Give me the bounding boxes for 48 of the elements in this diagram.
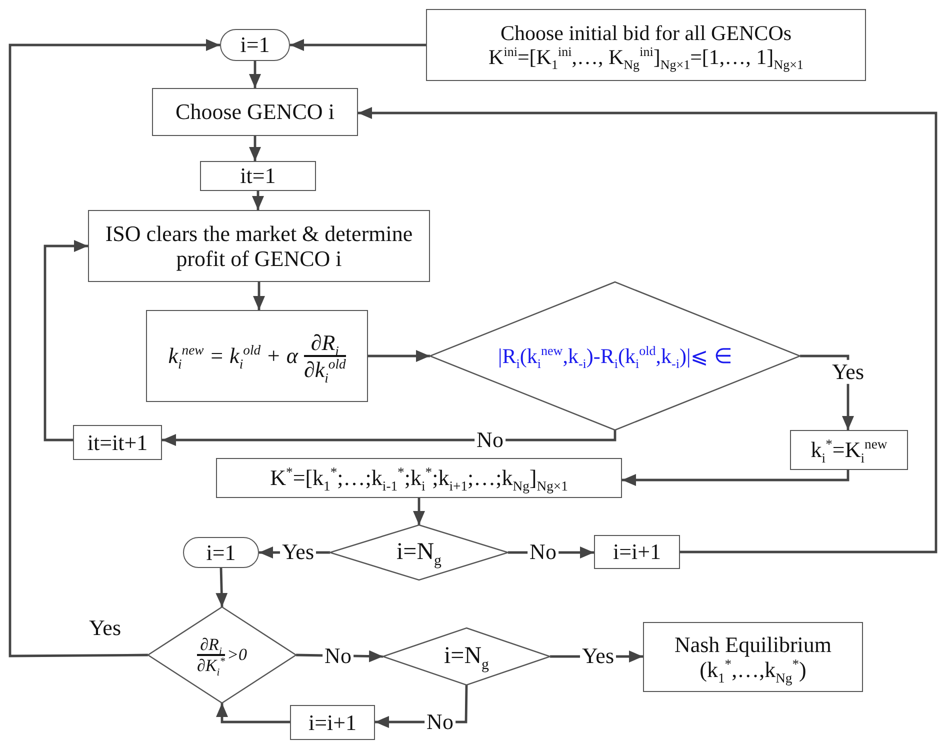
arrow — [358, 107, 938, 554]
arrow — [290, 39, 426, 51]
arrow — [44, 240, 88, 442]
arrow — [622, 470, 850, 486]
arrow — [249, 61, 261, 88]
terminal-box — [183, 537, 259, 568]
decision-diamond — [330, 525, 508, 580]
process-box — [200, 161, 316, 191]
process-box — [146, 310, 368, 402]
formula-text: >0 — [226, 645, 247, 665]
step-text: i=1 — [240, 32, 270, 58]
process-box — [290, 705, 375, 740]
step-text: it=it+1 — [87, 430, 148, 456]
step-text: i=N$_{g}$ — [396, 538, 442, 566]
decision-diamond — [148, 607, 296, 703]
step-text: it=1 — [240, 163, 276, 189]
process-box — [643, 622, 863, 692]
arrow — [252, 191, 264, 210]
arrow — [216, 703, 290, 724]
process-box — [216, 458, 622, 498]
process-box — [88, 210, 430, 282]
step-text: K$^{ini}$=[K$_{1}$$^{ini}$,…, K$_{Ng}$$^{ini}$]$_{Ng×1}$=[1,…, 1]$_{Ng×1}$ — [488, 45, 804, 70]
process-box — [152, 88, 358, 136]
arrow — [216, 568, 228, 608]
arrow — [413, 498, 425, 525]
step-text: |R$_{i}$(k$_{i}$$^{new}$,k$_{-i}$)-R$_{i}$(k$_{i}$$^{old}$,k$_{-i}$)|⩽ ∈ — [498, 344, 732, 368]
step-text: Choose GENCO i — [176, 99, 334, 125]
step-text: i=i+1 — [612, 539, 662, 565]
step-text: K$^{*}$=[k$_{1}$$^{*}$;…;k$_{i-1}$$^{*}$;k$_{i}$$^{*}$;k$_{i+1}$;…;k$_{Ng}$]$_{Ng×1}$ — [270, 465, 568, 491]
step-text: ISO clears the market & determine profit of GENCO i — [104, 220, 414, 272]
step-text: i=N$_{g}$ — [444, 642, 489, 670]
step-text: Choose initial bid for all GENCOs — [500, 20, 792, 45]
decision-diamond — [430, 282, 800, 430]
process-box — [73, 425, 162, 460]
arrow — [253, 282, 265, 310]
step-text: i=1 — [206, 540, 236, 566]
step-text: i=i+1 — [308, 710, 357, 736]
process-box — [426, 9, 866, 81]
formula-text: k$_{i}$$^{new}$ = k$_{i}$$^{old}$ + α — [168, 343, 298, 369]
arrow — [162, 430, 616, 446]
process-box — [790, 430, 908, 470]
arrow — [249, 136, 261, 161]
decision-diamond — [383, 628, 550, 685]
process-box — [594, 535, 680, 569]
terminal-box — [220, 29, 290, 61]
arrow — [8, 39, 220, 658]
edge-label: Yes — [830, 360, 866, 384]
arrow — [368, 350, 430, 362]
